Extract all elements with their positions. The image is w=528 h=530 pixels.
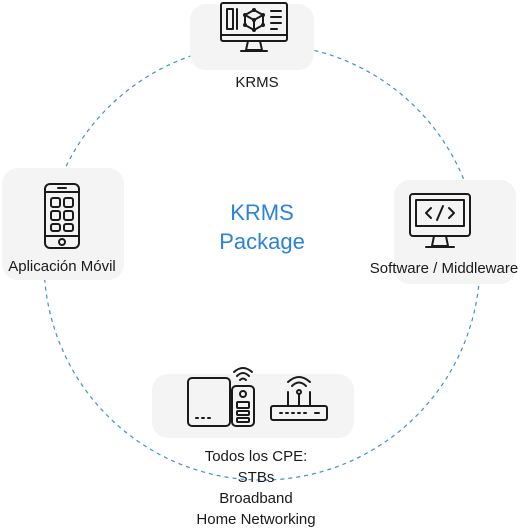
center-title: KRMS Package xyxy=(172,198,352,256)
wifi-router-icon xyxy=(268,374,330,424)
cpe-label: Todos los CPE: STBs Broadband Home Netwo… xyxy=(166,446,346,530)
software-label: Software / Middleware xyxy=(369,260,519,277)
center-title-line2: Package xyxy=(219,229,305,254)
smartphone-apps-icon xyxy=(43,182,81,250)
cpe-label-line3: Broadband xyxy=(219,490,293,507)
krms-node[interactable] xyxy=(190,4,314,70)
cpe-label-line2: STBs xyxy=(237,469,275,486)
monitor-dashboard-icon xyxy=(219,2,289,56)
cpe-label-line4: Home Networking xyxy=(196,511,316,528)
monitor-code-icon xyxy=(408,192,472,254)
mobile-label: Aplicación Móvil xyxy=(8,258,116,275)
set-top-box-remote-icon xyxy=(186,360,258,430)
mobile-node[interactable] xyxy=(2,168,124,280)
software-node[interactable] xyxy=(394,180,516,284)
krms-label: KRMS xyxy=(235,74,279,91)
cpe-label-line1: Todos los CPE: xyxy=(204,448,308,465)
center-title-line1: KRMS xyxy=(230,200,294,225)
